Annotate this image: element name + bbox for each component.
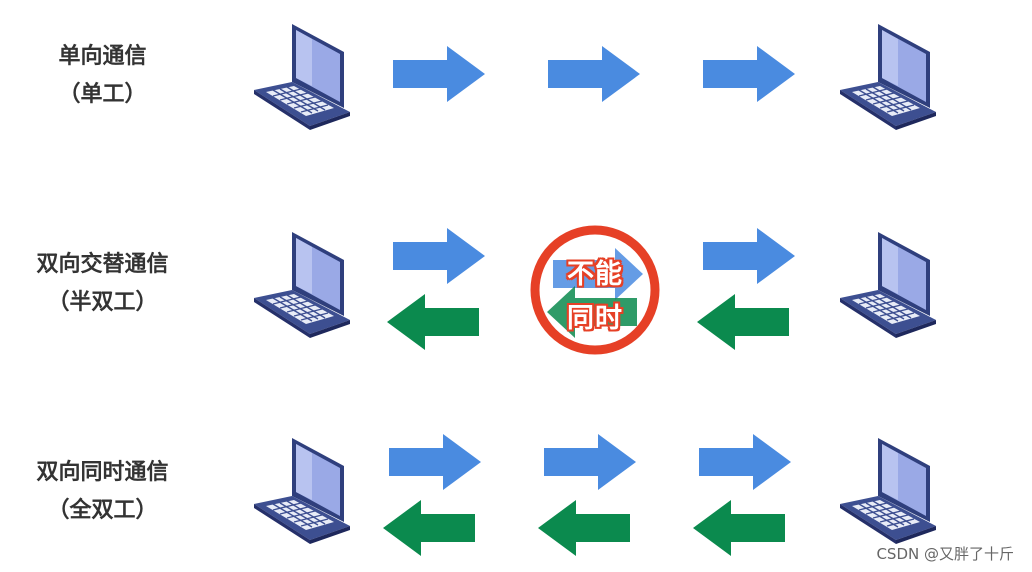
- arrow-right-icon: [703, 46, 795, 102]
- laptop-icon: [252, 228, 352, 340]
- arrow-right-icon: [699, 434, 791, 490]
- row-label-line2: （全双工）: [47, 498, 158, 523]
- arrow-right-icon: [548, 46, 640, 102]
- row-label-line1: 单向通信: [58, 44, 147, 69]
- row-label-line2: （半双工）: [47, 290, 158, 315]
- arrow-right-icon: [544, 434, 636, 490]
- row-label-line1: 双向同时通信: [36, 460, 169, 485]
- laptop-icon: [838, 20, 938, 132]
- row-label-line1: 双向交替通信: [36, 252, 169, 277]
- arrow-left-icon: [387, 294, 479, 350]
- arrow-right-icon: [393, 228, 485, 284]
- laptop-icon: [838, 228, 938, 340]
- row-label-half-duplex: 双向交替通信 （半双工）: [0, 246, 205, 322]
- arrow-left-icon: [383, 500, 475, 556]
- arrow-right-icon: [393, 46, 485, 102]
- prohibited-text-line1: 不能: [567, 259, 623, 290]
- laptop-icon: [838, 434, 938, 546]
- row-label-line2: （单工）: [58, 82, 147, 107]
- arrow-right-icon: [389, 434, 481, 490]
- watermark: CSDN @又胖了十斤: [876, 545, 1014, 563]
- laptop-icon: [252, 434, 352, 546]
- arrow-left-icon: [697, 294, 789, 350]
- row-label-full-duplex: 双向同时通信 （全双工）: [0, 454, 205, 530]
- arrow-left-icon: [693, 500, 785, 556]
- arrow-left-icon: [538, 500, 630, 556]
- arrow-right-icon: [703, 228, 795, 284]
- prohibited-icon: [530, 225, 660, 355]
- row-label-simplex: 单向通信 （单工）: [0, 38, 205, 114]
- prohibited-text-line2: 同时: [567, 303, 623, 334]
- laptop-icon: [252, 20, 352, 132]
- prohibited-badge: 不能 同时: [525, 220, 665, 360]
